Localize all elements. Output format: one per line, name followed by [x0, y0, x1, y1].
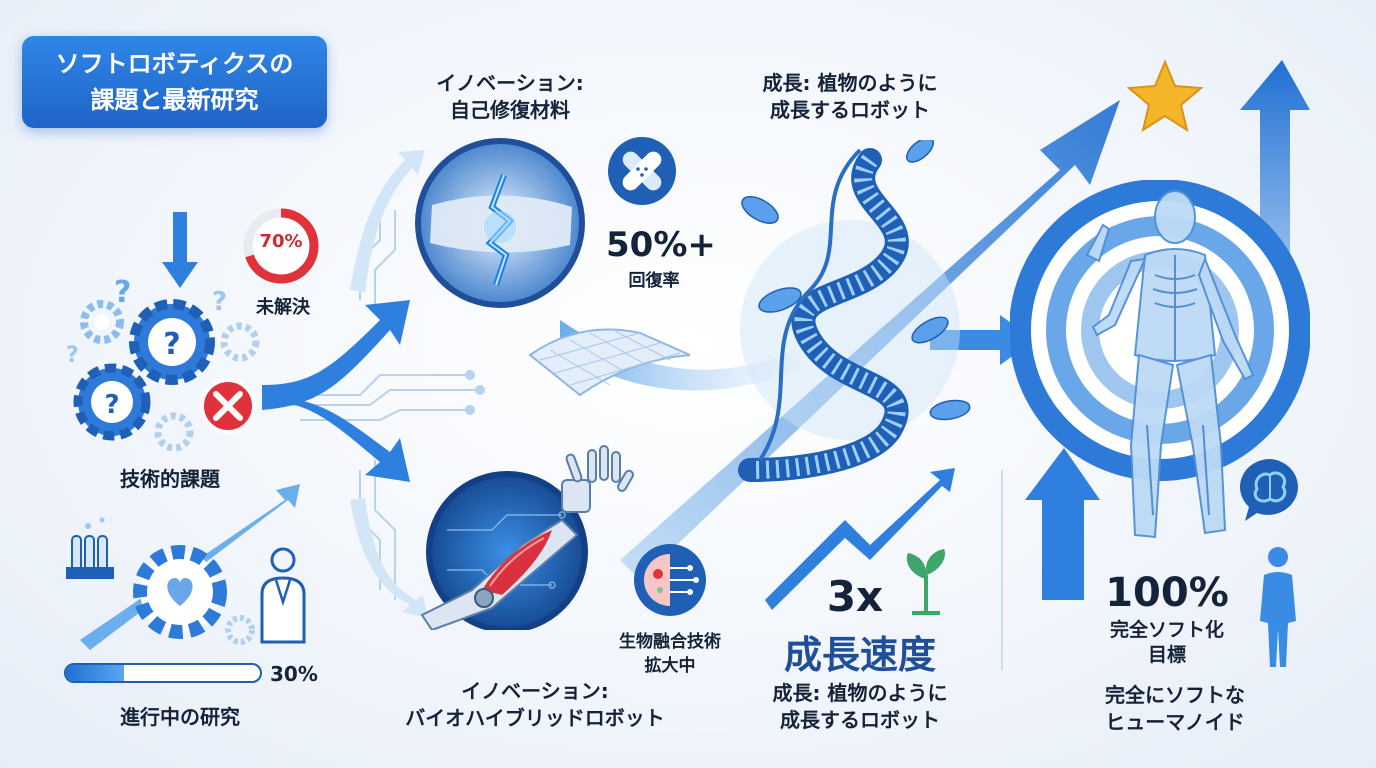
- growth-speed-value: 3x: [826, 572, 884, 621]
- svg-text:?: ?: [212, 287, 227, 317]
- growing-vine-robot-icon: [738, 140, 971, 482]
- growth-title-top: 成長: 植物のように 成長するロボット: [735, 70, 965, 124]
- svg-text:?: ?: [114, 275, 131, 310]
- split-arrow: [262, 300, 410, 482]
- star-icon: [1126, 59, 1204, 133]
- research-icon-group: [66, 517, 306, 645]
- title-line-2: 課題と最新研究: [90, 86, 259, 114]
- title-line-1: ソフトロボティクスの: [55, 50, 294, 78]
- cell-circuit-icon: [634, 544, 706, 616]
- biohybrid-title: イノベーション: バイオハイブリッドロボット: [380, 678, 690, 732]
- growth-title-bottom-line-1: 成長: 植物のように: [772, 681, 948, 705]
- to-humanoid-arrow: [930, 315, 1035, 365]
- svg-text:?: ?: [66, 343, 79, 368]
- humanoid-label-line-2: ヒューマノイド: [1105, 710, 1245, 734]
- growth-speed-arrow: [765, 468, 955, 610]
- biohybrid-title-line-1: イノベーション:: [461, 679, 609, 703]
- biohybrid-robot-icon: [420, 445, 634, 630]
- title-banner: ソフトロボティクスの 課題と最新研究: [22, 36, 327, 128]
- growth-title-bottom-line-2: 成長するロボット: [780, 708, 940, 732]
- soft-target-label-line-2: 目標: [1147, 644, 1186, 666]
- lower-loop-arrow: [350, 498, 428, 618]
- biohybrid-stat-line-1: 生物融合技術: [619, 632, 721, 652]
- self-healing-title-line-2: 自己修復材料: [450, 98, 570, 122]
- self-healing-material-icon: [415, 138, 585, 308]
- humanoid-up-arrow-right: [1240, 60, 1310, 360]
- svg-text:?: ?: [163, 327, 180, 362]
- humanoid-label-line-1: 完全にソフトな: [1105, 683, 1245, 707]
- biohybrid-stat-line-2: 拡大中: [644, 656, 696, 676]
- mesh-material-icon: [528, 328, 691, 397]
- gears-question-icon: ? ? ? ? ?: [66, 275, 260, 452]
- bandage-icon: [608, 137, 676, 205]
- research-label: 進行中の研究: [120, 705, 240, 729]
- sprout-icon: [906, 549, 946, 615]
- growth-speed-label: 成長速度: [783, 633, 936, 677]
- soft-target-value: 100%: [1105, 570, 1229, 616]
- research-progress-bar: [64, 663, 262, 683]
- unsolved-donut: [243, 208, 319, 284]
- challenges-label: 技術的課題: [120, 467, 220, 491]
- growth-title-top-line-1: 成長: 植物のように: [762, 71, 938, 95]
- research-progress-value: 30%: [270, 662, 318, 686]
- soft-humanoid-icon: [1085, 190, 1255, 539]
- unsolved-value: 70%: [259, 231, 303, 252]
- biohybrid-stat: 生物融合技術 拡大中: [596, 630, 744, 678]
- down-arrow: [162, 212, 198, 288]
- upper-loop-arrow: [350, 150, 425, 292]
- self-healing-title: イノベーション: 自己修復材料: [410, 70, 610, 124]
- humanoid-label: 完全にソフトな ヒューマノイド: [1065, 682, 1285, 736]
- person-silhouette-icon: [1260, 547, 1296, 667]
- researcher-icon: [260, 547, 306, 644]
- research-progress-fill: [66, 665, 125, 681]
- brain-chat-icon: [1239, 459, 1298, 521]
- humanoid-up-arrow-left: [1025, 448, 1100, 600]
- self-healing-title-line-1: イノベーション:: [436, 71, 584, 95]
- test-tubes-icon: [66, 535, 114, 579]
- biohybrid-title-line-2: バイオハイブリッドロボット: [405, 706, 665, 730]
- soft-target-label-line-1: 完全ソフト化: [1109, 619, 1224, 641]
- recovery-rate-value: 50%+: [606, 225, 716, 265]
- growth-title-top-line-2: 成長するロボット: [770, 98, 930, 122]
- unsolved-label: 未解決: [256, 297, 310, 318]
- soft-target-label: 完全ソフト化 目標: [1092, 618, 1242, 668]
- recovery-rate-label: 回復率: [628, 271, 680, 291]
- svg-text:?: ?: [104, 390, 119, 420]
- growth-title-bottom: 成長: 植物のように 成長するロボット: [745, 680, 975, 734]
